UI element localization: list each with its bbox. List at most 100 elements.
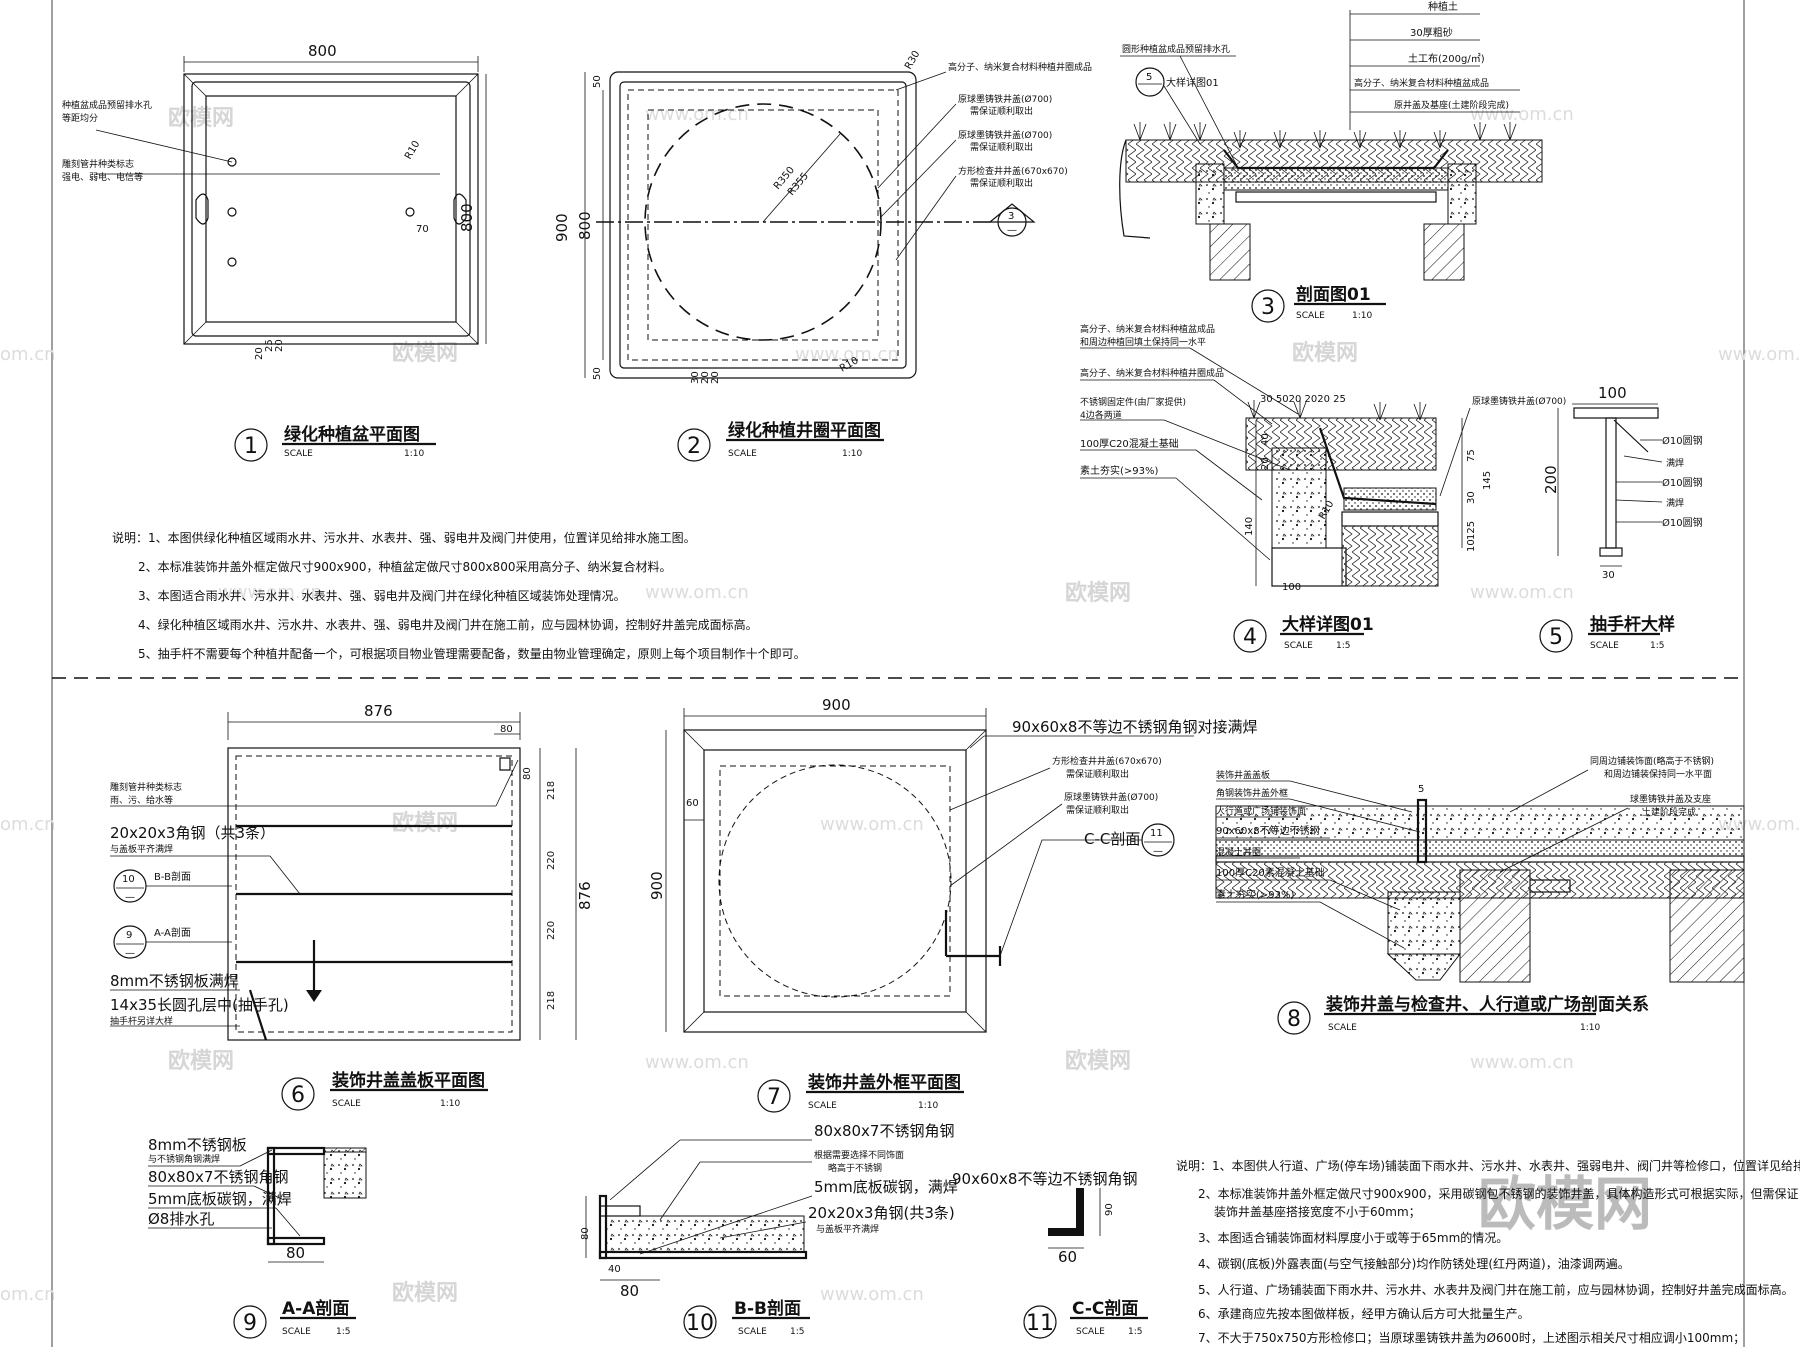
svg-text:Ø10圆钢: Ø10圆钢 (1662, 434, 1703, 447)
detail-8-section-relationship: 装饰井盖盖板 角钢装饰井盖外框 人行道或广场铺装饰面 90x60x8不等边不锈钢… (1215, 755, 1745, 1035)
detail-3-section: 种植土 30厚粗砂 土工布(200g/㎡) 高分子、纳米复合材料种植盆成品 原井… (1119, 0, 1543, 323)
svg-text:与不锈钢角钢满焊: 与不锈钢角钢满焊 (148, 1153, 220, 1165)
svg-text:1:5: 1:5 (336, 1327, 350, 1337)
svg-text:5mm底板碳钢，满焊: 5mm底板碳钢，满焊 (814, 1178, 958, 1196)
svg-text:4边各两道: 4边各两道 (1080, 409, 1122, 421)
note-line: 3、本图适合雨水井、污水井、水表井、强、弱电井及阀门井在绿化种植区域装饰处理情况… (138, 588, 626, 603)
svg-text:SCALE: SCALE (728, 449, 757, 459)
svg-text:10: 10 (122, 874, 135, 885)
brand-logo: 欧模网 (1478, 1170, 1652, 1238)
svg-text:—: — (125, 892, 135, 903)
svg-text:SCALE: SCALE (808, 1101, 837, 1111)
svg-text:混凝土井圈: 混凝土井圈 (1216, 846, 1261, 858)
watermark: www.om.cn (820, 1284, 924, 1305)
detail-5-pull-handle: 100 200 30 Ø10圆钢 满焊 Ø10圆钢 满焊 Ø10圆钢 5 抽手杆… (1539, 384, 1703, 653)
svg-text:50: 50 (592, 75, 603, 88)
note-line: 3、本图适合铺装饰面材料厚度小于或等于65mm的情况。 (1198, 1230, 1508, 1245)
svg-text:需保证顺利取出: 需保证顺利取出 (970, 177, 1033, 189)
svg-text:200: 200 (1542, 465, 1560, 494)
detail-title: 绿化种植盆平面图 (284, 424, 420, 445)
watermark: 欧模网 (392, 810, 458, 836)
svg-text:1:5: 1:5 (1336, 641, 1350, 651)
svg-text:876: 876 (364, 702, 393, 720)
svg-text:方形检查井井盖(670x670): 方形检查井井盖(670x670) (1052, 755, 1162, 767)
watermark: www.om.cn (645, 582, 749, 603)
svg-text:125: 125 (1466, 521, 1477, 540)
svg-text:1:10: 1:10 (440, 1099, 460, 1109)
note-line: 2、本标准装饰井盖外框定做尺寸900x900，采用碳钢包不锈钢的装饰井盖，具体构… (1198, 1186, 1799, 1201)
svg-text:1:10: 1:10 (1352, 311, 1372, 321)
note-line: 装饰井盖基座搭接宽度不小于60mm； (1214, 1204, 1421, 1219)
svg-text:高分子、纳米复合材料种植盆成品: 高分子、纳米复合材料种植盆成品 (1080, 323, 1215, 335)
svg-text:高分子、纳米复合材料种植盆成品: 高分子、纳米复合材料种植盆成品 (1354, 77, 1489, 89)
note-line: 5、抽手杆不需要每个种植井配备一个，可根据项目物业管理需要配备，数量由物业管理确… (138, 646, 806, 661)
svg-text:20: 20 (274, 339, 285, 352)
svg-text:Ø8排水孔: Ø8排水孔 (148, 1210, 214, 1228)
svg-text:原井盖及基座(土建阶段完成): 原井盖及基座(土建阶段完成) (1394, 99, 1509, 111)
svg-text:SCALE: SCALE (1590, 641, 1619, 651)
detail-number: 6 (291, 1083, 305, 1108)
detail-number: 1 (244, 434, 258, 459)
svg-text:220: 220 (546, 851, 557, 870)
svg-text:SCALE: SCALE (282, 1327, 311, 1337)
svg-text:—: — (1007, 225, 1017, 236)
detail-title: 绿化种植井圈平面图 (728, 420, 881, 441)
watermark: www.om.cn (820, 814, 924, 835)
watermark: om.cn (0, 1284, 56, 1305)
svg-text:和周边铺装保持同一水平面: 和周边铺装保持同一水平面 (1604, 768, 1712, 780)
svg-text:90x60x8不等边不锈钢: 90x60x8不等边不锈钢 (1216, 824, 1320, 837)
note-line: 7、不大于750x750方形检修口；当原球墨铸铁井盖为Ø600时，上述图示相关尺… (1198, 1330, 1745, 1345)
svg-text:30厚粗砂: 30厚粗砂 (1410, 26, 1453, 39)
svg-text:90: 90 (1104, 1203, 1115, 1216)
watermark: 欧模网 (1065, 580, 1131, 606)
svg-text:装饰井盖盖板: 装饰井盖盖板 (1216, 769, 1270, 781)
note-line: 6、承建商应先按本图做样板，经甲方确认后方可大批量生产。 (1198, 1306, 1530, 1321)
svg-text:原球墨铸铁井盖(Ø700): 原球墨铸铁井盖(Ø700) (958, 129, 1052, 141)
svg-text:20x20x3角钢（共3条）: 20x20x3角钢（共3条） (110, 824, 275, 842)
detail-number: 5 (1549, 625, 1563, 650)
detail-title: 装饰井盖与检查井、人行道或广场剖面关系 (1325, 994, 1649, 1015)
svg-text:20: 20 (700, 371, 711, 384)
svg-text:圆形种植盆成品预留排水孔: 圆形种植盆成品预留排水孔 (1122, 43, 1230, 55)
svg-text:80: 80 (580, 1227, 591, 1240)
svg-text:100厚C20混凝土基础: 100厚C20混凝土基础 (1080, 437, 1179, 450)
svg-text:8mm不锈钢板: 8mm不锈钢板 (148, 1136, 247, 1154)
note-line: 说明：1、本图供人行道、广场(停车场)铺装面下雨水井、污水井、水表井、强弱电井、… (1176, 1158, 1800, 1173)
dim-height: 800 (458, 203, 476, 232)
svg-text:60: 60 (686, 798, 699, 809)
svg-text:145: 145 (1482, 471, 1493, 490)
svg-text:与盖板平齐满焊: 与盖板平齐满焊 (110, 843, 173, 855)
notes-bottom: 说明：1、本图供人行道、广场(停车场)铺装面下雨水井、污水井、水表井、强弱电井、… (1176, 1158, 1800, 1345)
svg-text:SCALE: SCALE (1284, 641, 1313, 651)
svg-text:1:10: 1:10 (404, 449, 424, 459)
svg-text:20x20x3角钢(共3条): 20x20x3角钢(共3条) (808, 1204, 955, 1222)
detail-title: B-B剖面 (734, 1298, 801, 1319)
watermark: www.om.cn (218, 582, 322, 603)
watermark: www.om.cn (1718, 344, 1800, 365)
svg-text:3: 3 (1008, 211, 1014, 222)
plant-symbols (1247, 400, 1427, 421)
svg-text:需保证顺利取出: 需保证顺利取出 (1066, 804, 1129, 816)
dim-800: 800 (576, 211, 594, 240)
svg-text:原球墨铸铁井盖(Ø700): 原球墨铸铁井盖(Ø700) (1064, 791, 1158, 803)
note-line: 2、本标准装饰井盖外框定做尺寸900x900，种植盆定做尺寸800x800采用高… (138, 559, 671, 574)
svg-text:140: 140 (1244, 517, 1255, 536)
svg-text:90x60x8不等边不锈钢角钢: 90x60x8不等边不锈钢角钢 (952, 1170, 1137, 1188)
svg-text:人行道或广场铺装饰面: 人行道或广场铺装饰面 (1216, 805, 1306, 817)
detail-title: 大样详图01 (1282, 614, 1374, 635)
svg-text:R10: R10 (403, 139, 422, 162)
svg-text:高分子、纳米复合材料种植井圈成品: 高分子、纳米复合材料种植井圈成品 (948, 61, 1092, 73)
svg-text:球墨铸铁井盖及支座: 球墨铸铁井盖及支座 (1630, 793, 1711, 805)
svg-text:—: — (1153, 846, 1163, 857)
svg-text:14x35长圆孔层中(抽手孔): 14x35长圆孔层中(抽手孔) (110, 996, 289, 1014)
svg-text:40: 40 (608, 1264, 621, 1275)
svg-text:80: 80 (620, 1282, 639, 1300)
svg-text:1:10: 1:10 (842, 449, 862, 459)
detail-number: 8 (1287, 1007, 1301, 1032)
svg-text:9: 9 (126, 930, 132, 941)
detail-number: 3 (1261, 295, 1275, 320)
svg-text:满焊: 满焊 (1666, 457, 1684, 469)
detail-title: 抽手杆大样 (1590, 614, 1675, 635)
svg-text:R30: R30 (903, 49, 922, 72)
svg-text:需保证顺利取出: 需保证顺利取出 (970, 105, 1033, 117)
